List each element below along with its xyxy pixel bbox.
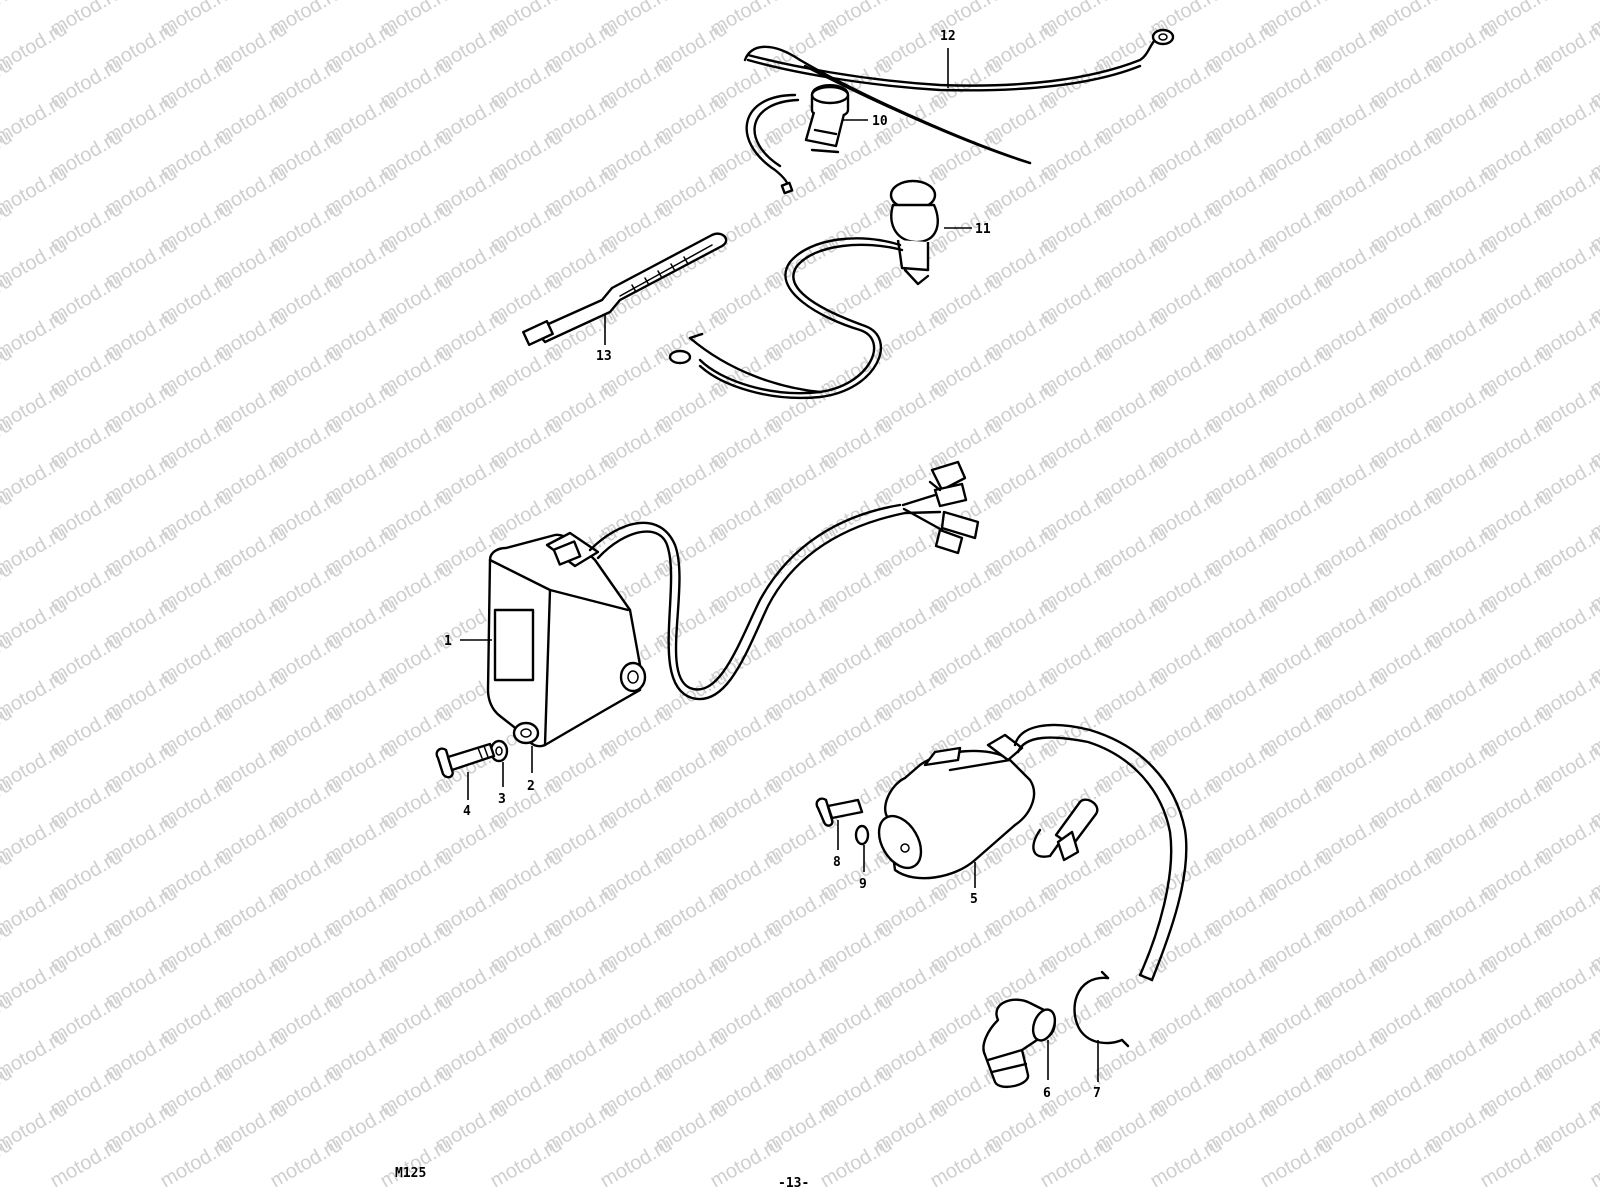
watermark-text: motod.ru — [1147, 1134, 1226, 1193]
watermark-text: motod.ru — [0, 0, 16, 40]
part-12-ground-wire — [743, 28, 1175, 165]
part-6-spark-plug-cap — [982, 998, 1057, 1089]
watermark-text: motod.ru — [707, 1134, 786, 1193]
callout-13: 13 — [596, 349, 612, 364]
page-number: -13- — [778, 1176, 809, 1191]
watermark-text: motod.ru — [47, 1134, 126, 1193]
watermark-text: motod.ru — [1587, 1134, 1600, 1193]
callout-9: 9 — [859, 877, 867, 892]
callout-4: 4 — [463, 804, 471, 819]
part-8-bolt — [815, 797, 864, 827]
callout-leaders — [460, 48, 1099, 1082]
part-4-bolt — [435, 742, 496, 779]
callout-7: 7 — [1093, 1086, 1101, 1101]
part-1-cdi-unit — [486, 460, 980, 748]
watermark-text: motod.ru — [817, 1134, 896, 1193]
callout-12: 12 — [940, 29, 956, 44]
callout-3: 3 — [498, 792, 506, 807]
watermark-text: motod.ru — [1257, 1134, 1336, 1193]
callout-11: 11 — [975, 222, 991, 237]
watermark-text: motod.ru — [487, 1134, 566, 1193]
part-9-washer — [854, 824, 870, 846]
callout-5: 5 — [970, 892, 978, 907]
watermark-text: motod.ru — [1477, 1134, 1556, 1193]
watermark-text: motod.ru — [597, 1134, 676, 1193]
callout-1: 1 — [444, 634, 452, 649]
watermark-text: motod.ru — [267, 1134, 346, 1193]
callout-8: 8 — [833, 855, 841, 870]
watermark-text: motod.ru — [377, 1134, 456, 1193]
part-2-washer — [512, 721, 540, 745]
part-7-clip — [1073, 970, 1130, 1048]
part-11-switch — [668, 179, 939, 400]
callout-10: 10 — [872, 114, 888, 129]
watermark-text: motod.ru — [1367, 1134, 1446, 1193]
watermark-text: motod.ru — [927, 1134, 1006, 1193]
part-5-ignition-coil — [877, 723, 1188, 982]
part-10-switch — [745, 84, 850, 195]
part-13-strap — [522, 232, 728, 347]
watermark-text: motod.ru — [157, 1134, 236, 1193]
model-code: M125 — [395, 1166, 426, 1181]
callout-labels: 12 10 11 13 1 2 3 4 5 6 7 8 9 — [444, 29, 1101, 1101]
callout-6: 6 — [1043, 1086, 1051, 1101]
watermark-text: motod.ru — [1037, 1134, 1116, 1193]
callout-2: 2 — [527, 779, 535, 794]
